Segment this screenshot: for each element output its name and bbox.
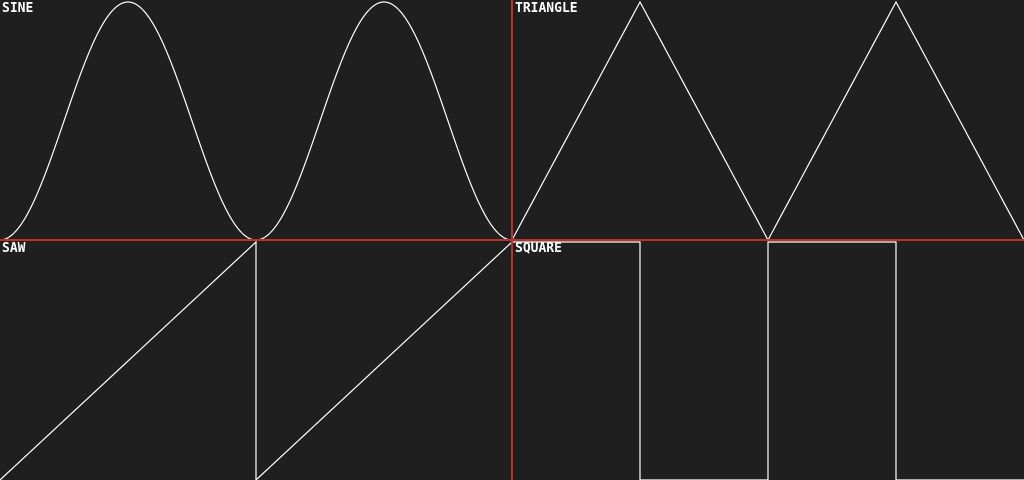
square-wave-line	[511, 241, 1024, 480]
saw-title: SAW	[2, 241, 26, 256]
sine-title: SINE	[2, 1, 33, 16]
triangle-title: TRIANGLE	[515, 1, 578, 16]
panel-square	[511, 241, 1024, 480]
square-title: SQUARE	[515, 241, 562, 256]
